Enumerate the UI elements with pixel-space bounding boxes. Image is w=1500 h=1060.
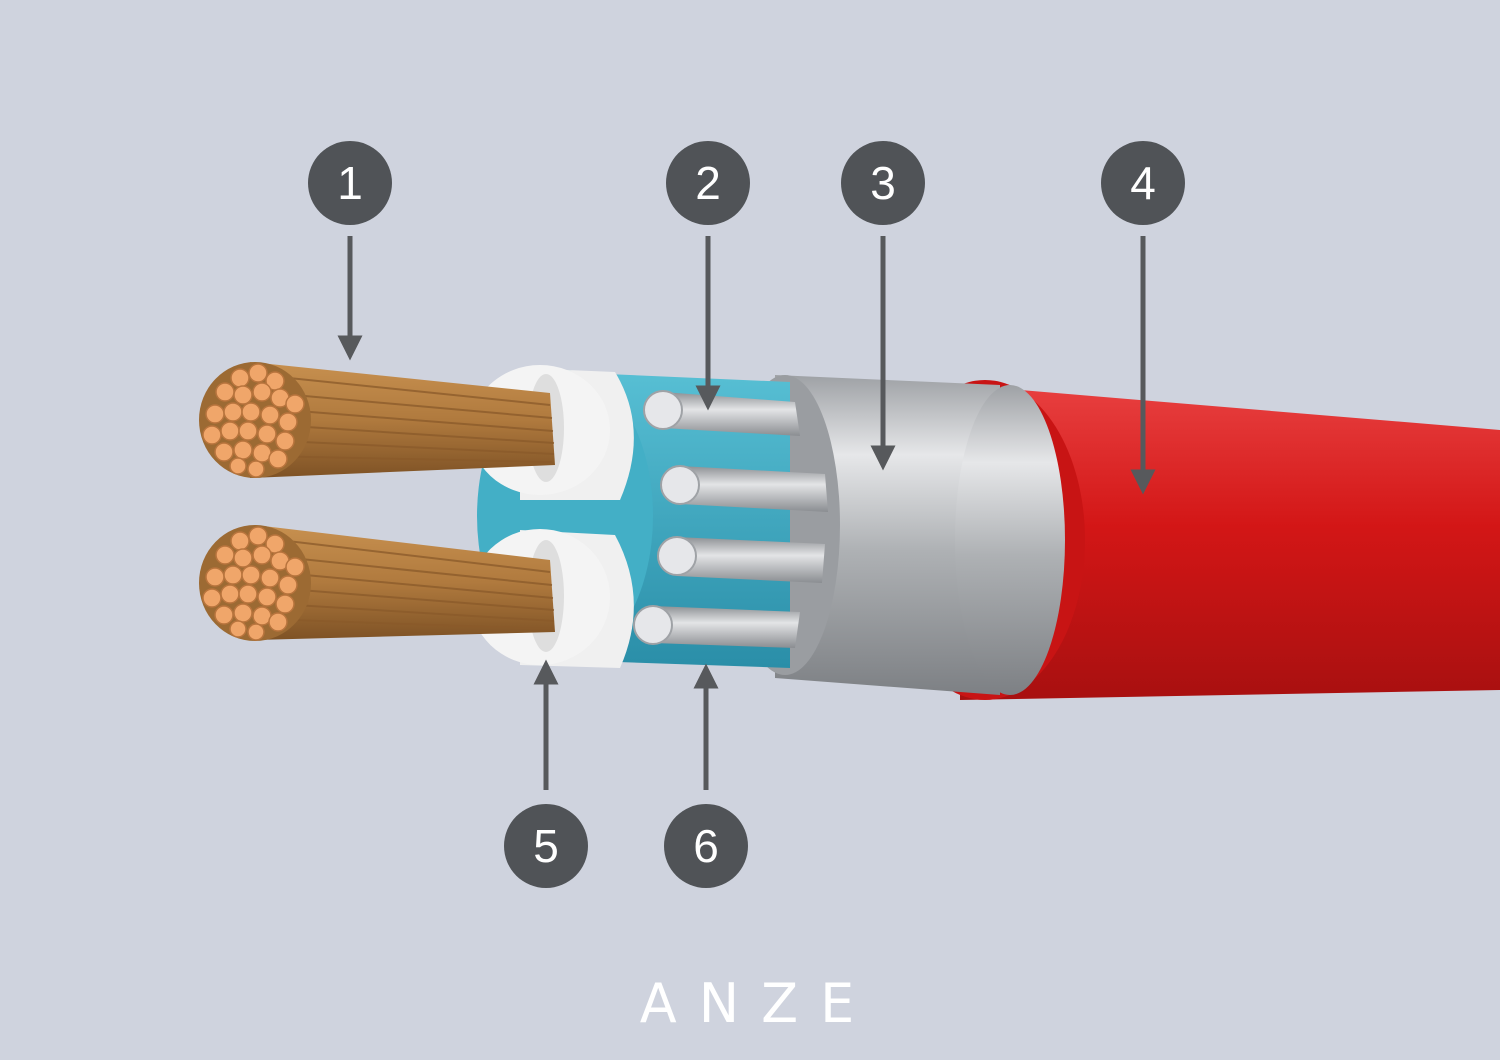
upper-strand-ends (202, 363, 305, 478)
brand-logo: ANZE (640, 972, 876, 1035)
callout-6: 6 (664, 804, 748, 888)
callout-3-label: 3 (870, 157, 896, 209)
callout-1: 1 (308, 141, 392, 225)
callout-2: 2 (666, 141, 750, 225)
callout-1-label: 1 (337, 157, 363, 209)
rod-4 (633, 605, 800, 648)
rod-3 (657, 536, 825, 583)
upper-copper-conductor (199, 362, 555, 478)
callout-5-label: 5 (533, 820, 559, 872)
lower-strand-ends (202, 526, 305, 641)
callout-arrows (337, 236, 1156, 790)
callout-6-label: 6 (693, 820, 719, 872)
lower-copper-conductor (199, 525, 555, 641)
callout-2-label: 2 (695, 157, 721, 209)
callout-4: 4 (1101, 141, 1185, 225)
callout-3: 3 (841, 141, 925, 225)
callout-5: 5 (504, 804, 588, 888)
callout-4-label: 4 (1130, 157, 1156, 209)
rod-2 (660, 465, 828, 512)
